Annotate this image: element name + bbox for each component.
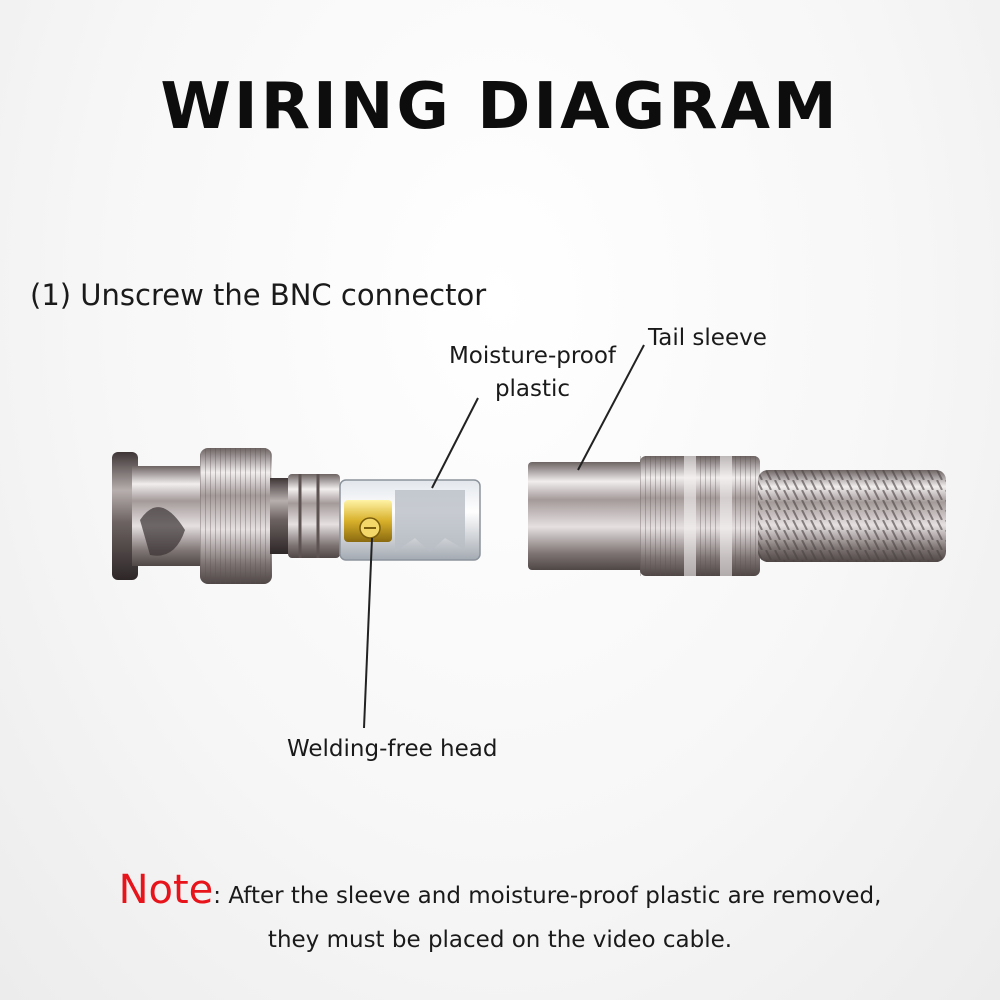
tail-sleeve-leader-line	[577, 344, 645, 471]
moisture-proof-label-line2: plastic	[494, 376, 571, 403]
tail-sleeve	[528, 456, 946, 576]
tail-sleeve-label: Tail sleeve	[648, 325, 767, 351]
page-title: WIRING DIAGRAM	[160, 70, 840, 144]
step-heading: (1) Unscrew the BNC connector	[30, 278, 487, 312]
moisture-proof-plastic-label: Moisture-proof plastic	[430, 340, 635, 407]
moisture-proof-leader-line	[431, 397, 479, 489]
welding-free-leader-line	[363, 537, 373, 729]
note-key: Note	[118, 867, 214, 913]
moisture-proof-label-line1: Moisture-proof	[448, 343, 617, 369]
note-text-1: : After the sleeve and moisture-proof pl…	[213, 883, 882, 909]
note-text-2: they must be placed on the video cable.	[267, 927, 733, 953]
welding-free-head	[344, 500, 392, 542]
note-line-1: Note: After the sleeve and moisture-proo…	[0, 858, 1000, 922]
bnc-front-connector	[112, 448, 340, 584]
welding-free-head-label: Welding-free head	[287, 736, 498, 762]
note-block: Note: After the sleeve and moisture-proo…	[0, 858, 1000, 959]
